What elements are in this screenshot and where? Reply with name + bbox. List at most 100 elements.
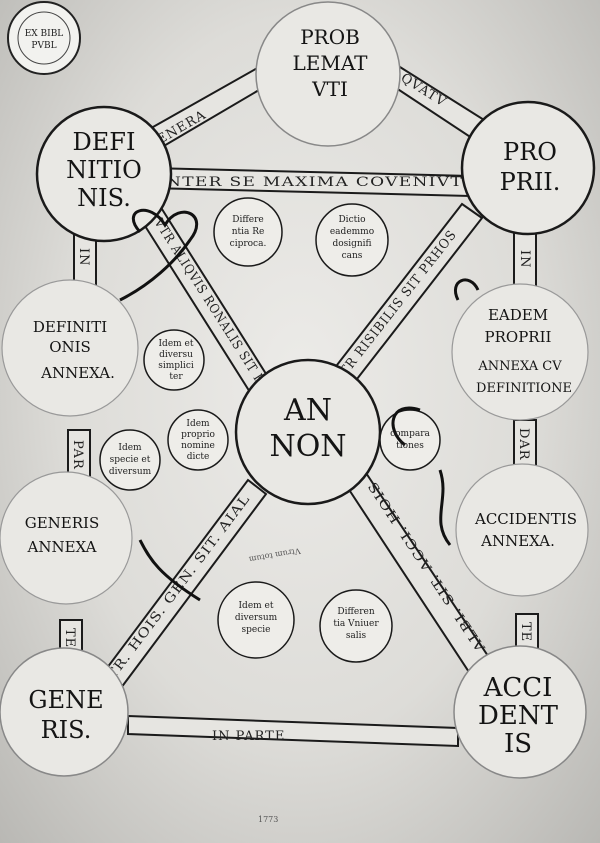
dictio-line-4: cans (342, 251, 363, 261)
idem-proprio-line-2: proprio (181, 430, 215, 440)
idem-diversum-specie-line-3: specie (242, 625, 271, 635)
band-label-te-left: TE (62, 628, 77, 648)
medallion-idem-specie-left-label: Idem specie et diversum (109, 443, 152, 477)
idem-proprio-line-3: nomine (181, 441, 215, 451)
medallion-idem-diversum-label: Idem et diversu simplici ter (158, 339, 194, 382)
node-top-line-1: PROB (300, 25, 360, 49)
comparationes-line-1: compara (390, 429, 430, 439)
band-label-in-right: IN (517, 250, 532, 269)
node-property (460, 100, 596, 236)
node-center-line-2: NON (269, 429, 346, 464)
medallion-comparationes-label: compara tiones (390, 429, 430, 451)
idem-diversum-line-4: ter (169, 372, 183, 382)
node-top (255, 1, 401, 147)
medallion-idem-proprio (167, 409, 229, 471)
flourish-right-mark (454, 278, 480, 301)
node-definition-label: DEFI NITIO NIS. (66, 128, 142, 212)
node-center-line-1: AN (283, 393, 332, 428)
band-label-dar: DAR (516, 428, 531, 461)
footer-number: 1773 (258, 815, 278, 824)
medallion-comparationes (379, 409, 441, 471)
node-accident-annex-label: ACCIDENTIS ANNEXA. (474, 510, 577, 550)
node-genus-line-2: RIS. (41, 716, 92, 744)
idem-proprio-line-4: dicte (187, 452, 210, 462)
medallion-dictio (315, 203, 389, 277)
library-stamp: EX BIBL PVBL (7, 1, 81, 75)
differentia-universalis-line-1: Differen (337, 607, 374, 617)
node-definition-annex (1, 279, 139, 417)
node-accident-label: ACCI DENT IS (478, 673, 559, 759)
band-label-par: PAR (70, 440, 85, 470)
node-top-line-2: LEMAT (292, 51, 368, 75)
node-top-label: PROB LEMAT VTI (292, 25, 368, 101)
idem-diversum-line-2: diversu (159, 350, 193, 360)
node-accident-line-3: IS (504, 729, 532, 759)
medallion-differentia-universalis (319, 589, 393, 663)
medallion-idem-proprio-label: Idem proprio nomine dicte (181, 419, 215, 462)
genus-annex-line-2: ANNEXA (26, 538, 96, 556)
medallion-idem-diversum (143, 329, 205, 391)
node-center-label: AN NON (269, 393, 346, 464)
node-property-line-2: PRII. (500, 168, 561, 196)
medallion-idem-diversum-specie (217, 581, 295, 659)
node-property-annex-label: EADEM PROPRII ANNEXA CV DEFINITIONE (476, 306, 572, 396)
bands (59, 60, 539, 748)
idem-specie-left-line-2: specie et (110, 455, 151, 465)
idem-specie-left-line-1: Idem (118, 443, 142, 453)
stamp-line-1: EX BIBL (25, 29, 64, 39)
accident-annex-line-1: ACCIDENTIS (474, 510, 577, 528)
differentia-universalis-line-2: tia Vniuer (333, 619, 379, 629)
node-definition-line-2: NITIO (66, 156, 142, 184)
node-genus-label: GENE RIS. (28, 686, 103, 744)
node-property-annex (451, 283, 589, 421)
differentia-universalis-line-3: salis (346, 631, 367, 641)
node-accident-line-1: ACCI (483, 673, 553, 703)
band-label-te-right: TE (518, 622, 533, 642)
node-property-label: PRO PRII. (500, 138, 561, 196)
property-annex-line-2: PROPRII (485, 328, 552, 346)
dictio-line-1: Dictio (338, 215, 365, 225)
node-definition-annex-label: DEFINITI ONIS ANNEXA. (33, 318, 115, 382)
stamp-line-2: PVBL (31, 41, 56, 51)
band-in-parte (127, 714, 459, 748)
medallion-idem-specie-left (99, 429, 161, 491)
medallion-differentia-universalis-label: Differen tia Vniuer salis (333, 607, 379, 641)
definition-annex-line-1: DEFINITI (33, 318, 107, 336)
comparationes-line-2: tiones (396, 441, 424, 451)
band-label-in-left: IN (76, 248, 91, 267)
differentia-line-1: Differe (232, 215, 263, 225)
differentia-line-3: ciproca. (230, 239, 267, 249)
node-definition (35, 105, 173, 243)
medallion-idem-diversum-specie-label: Idem et diversum specie (235, 601, 278, 635)
definition-annex-line-2: ONIS (49, 338, 91, 356)
node-genus-annex (0, 471, 133, 605)
medallion-differentia-label: Differe ntia Re ciproca. (230, 215, 267, 249)
node-accident-line-2: DENT (478, 701, 559, 731)
differentia-line-2: ntia Re (232, 227, 265, 237)
idem-diversum-specie-line-1: Idem et (239, 601, 274, 611)
node-center (234, 358, 382, 506)
node-definition-line-1: DEFI (73, 128, 136, 156)
node-top-line-3: VTI (311, 77, 348, 101)
idem-specie-left-line-3: diversum (109, 467, 152, 477)
node-property-line-1: PRO (503, 138, 557, 166)
medallion-differentia (213, 197, 283, 267)
flourish-lower-left (138, 539, 201, 602)
medallion-dictio-label: Dictio eademmo dosignifi cans (330, 215, 374, 261)
band-label-in-parte: IN PARTE (212, 729, 285, 744)
idem-proprio-line-1: Idem (186, 419, 210, 429)
genus-annex-line-1: GENERIS (25, 514, 100, 532)
dictio-line-2: eademmo (330, 227, 374, 237)
definition-annex-line-3: ANNEXA. (40, 364, 115, 382)
band-label-inter-se: INTER SE MAXIMA COVENIVT (158, 175, 463, 190)
node-genus (0, 647, 129, 777)
flourish-left-heart (119, 208, 199, 302)
flourish-comparationes (391, 406, 452, 546)
idem-diversum-line-3: simplici (158, 361, 194, 371)
property-annex-line-1: EADEM (488, 306, 548, 324)
idem-diversum-specie-line-2: diversum (235, 613, 278, 623)
node-accident (453, 645, 587, 779)
property-annex-line-4: DEFINITIONE (476, 381, 572, 396)
idem-diversum-line-1: Idem et (159, 339, 194, 349)
